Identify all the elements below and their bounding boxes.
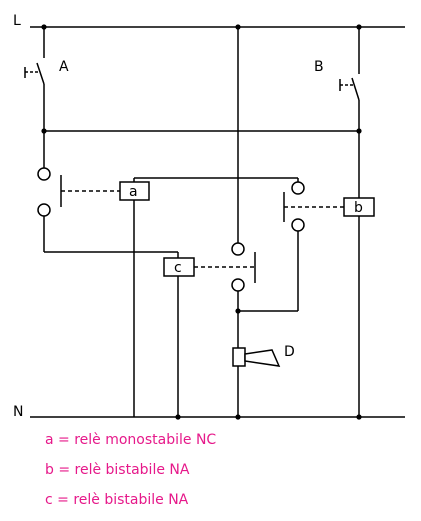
legend-item-b: b = relè bistabile NA bbox=[45, 462, 190, 478]
label-switch-b: B bbox=[314, 59, 324, 75]
switch-a bbox=[24, 27, 45, 131]
label-relay-c: c bbox=[174, 260, 182, 276]
label-n: N bbox=[13, 404, 23, 420]
relay-b-coil bbox=[343, 197, 375, 217]
label-lamp-d: D bbox=[284, 344, 295, 360]
lamp-d bbox=[232, 347, 281, 417]
relay-c-coil bbox=[163, 257, 195, 277]
contact-c bbox=[194, 242, 256, 348]
contact-a bbox=[37, 131, 178, 253]
label-switch-a: A bbox=[59, 59, 69, 75]
label-l: L bbox=[13, 13, 21, 29]
legend-item-c: c = relè bistabile NA bbox=[45, 492, 189, 508]
label-relay-b: b bbox=[354, 200, 363, 216]
label-relay-a: a bbox=[129, 184, 138, 200]
contact-b bbox=[238, 178, 344, 312]
switch-b bbox=[339, 27, 360, 131]
junction-dots bbox=[41, 24, 362, 420]
legend-item-a: a = relè monostabile NC bbox=[45, 432, 217, 448]
